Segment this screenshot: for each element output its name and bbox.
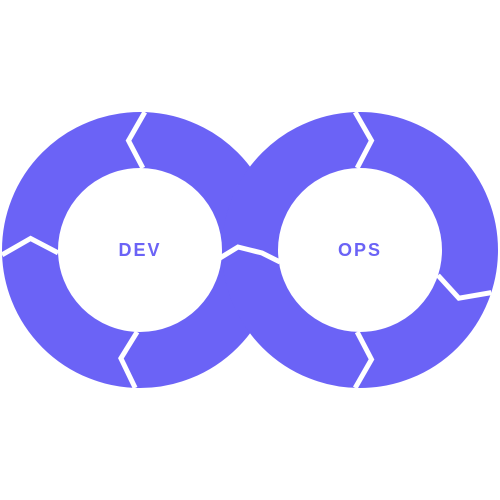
center-divider xyxy=(119,275,174,300)
ops-label: OPS xyxy=(338,240,382,260)
ops-ring-divider-right xyxy=(436,273,492,301)
ops-ring-divider-top xyxy=(353,110,375,170)
dev-ring-divider-left xyxy=(0,235,60,257)
segment-dividers xyxy=(0,110,492,390)
center-crossover-divider xyxy=(218,244,282,265)
dev-ring-divider-top xyxy=(125,110,147,170)
dev-ring-divider-bottom xyxy=(118,330,140,390)
ops-ring-divider-bottom xyxy=(353,330,375,390)
dev-label: DEV xyxy=(118,240,161,260)
